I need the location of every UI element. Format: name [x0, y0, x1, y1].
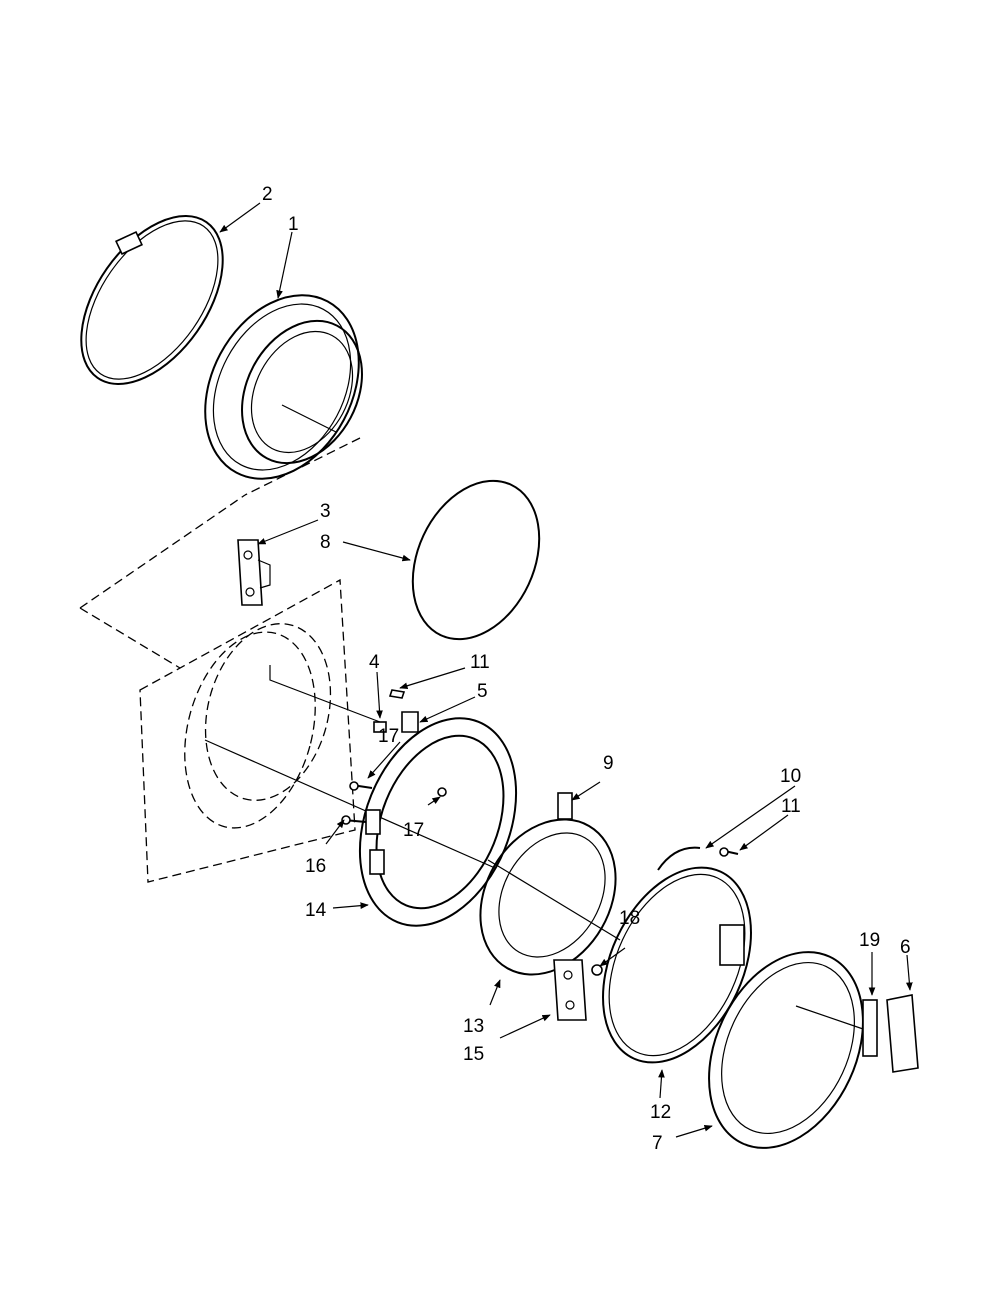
part-2-clamp-band [80, 215, 224, 385]
part-14-inner-door-ring [358, 717, 518, 927]
part-13-inner-glass [479, 818, 621, 976]
part-15-door-hinge [553, 959, 587, 1021]
callout-18: 18 [619, 908, 640, 929]
callout-4: 4 [369, 652, 380, 673]
callout-19: 19 [859, 930, 880, 951]
callout-8: 8 [320, 532, 331, 553]
callout-11-upper: 11 [470, 652, 490, 673]
callout-3: 3 [320, 501, 331, 522]
callout-16: 16 [305, 856, 326, 877]
parts-10-11-right [657, 846, 739, 871]
parts-6-19-handle [862, 994, 919, 1073]
callout-17-upper: 17 [378, 726, 399, 747]
part-7-outer-door [708, 951, 867, 1149]
callout-12: 12 [650, 1102, 671, 1123]
callout-11-lower: 11 [781, 796, 801, 817]
part-12-door-glass [602, 866, 752, 1064]
part-9-clip [557, 792, 573, 820]
part-1-bellow-boot [204, 294, 363, 496]
part-8-gasket [411, 479, 541, 641]
front-panel [79, 494, 496, 883]
leader-lines [219, 202, 913, 1138]
callout-13: 13 [463, 1016, 484, 1037]
callout-2: 2 [262, 184, 273, 205]
callout-1: 1 [288, 214, 299, 235]
callout-6: 6 [900, 937, 911, 958]
callout-5: 5 [477, 681, 488, 702]
callout-9: 9 [603, 753, 614, 774]
callout-7: 7 [652, 1133, 663, 1154]
callout-17-lower: 17 [403, 820, 424, 841]
parts-16-17-screws [341, 781, 447, 825]
part-3-hinge [237, 539, 271, 606]
callout-10: 10 [780, 766, 801, 787]
callout-14: 14 [305, 900, 327, 921]
part-18-screw [591, 964, 603, 976]
callout-15: 15 [463, 1044, 484, 1065]
